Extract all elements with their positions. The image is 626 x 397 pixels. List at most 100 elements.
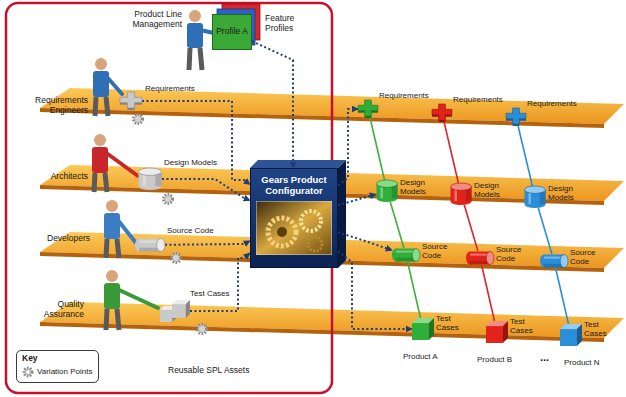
cross-icon [506,108,526,126]
person-head [95,58,107,70]
person-developer [104,200,136,258]
configuration-flow-arrow [190,253,250,311]
key-box: KeyVariation Points [16,350,99,383]
person-body [187,23,203,48]
requirements-asset: Requirements [120,92,142,110]
person-legs [189,48,202,70]
picture-gear [301,211,321,231]
product-line-link [444,122,458,183]
cube-front [560,329,577,346]
cross-icon [120,92,142,110]
person-arm [105,152,138,176]
cylinder-face [486,252,494,265]
person-legs [106,309,119,330]
cylinder-face [560,255,568,268]
cylH-icon [466,251,494,265]
design-model-asset: Design Models [138,168,162,190]
person-head [189,10,201,22]
product-source-code: Source Code [392,248,420,262]
cube-front [412,323,429,340]
product-label: Product B [477,355,512,364]
key-heading: Key [22,354,92,364]
product-line-link [390,202,404,248]
picture-gear [308,237,322,251]
person-architect [92,134,138,192]
product-test-cases: Test Cases [412,318,434,340]
product-line-link [408,262,421,318]
person-arm [106,76,122,94]
cylinder-top [525,186,546,193]
cylV-icon [138,168,162,190]
product-line-link [556,268,569,324]
picture-ground [256,201,332,255]
product-requirements: Requirements [358,100,378,118]
product-requirements: Requirements [432,104,452,122]
product-requirements: Requirements [506,108,526,126]
node-label: Design Models [400,178,432,196]
variation-point-gear [164,195,173,204]
test-case-asset: Test Cases [160,300,190,322]
variation-point-gear [198,325,207,334]
person-quality [104,270,158,330]
configurator-box: Gears Product Configurator [250,168,338,268]
picture-hub [277,227,287,237]
legend-row: Variation Points [22,366,92,378]
variation-points [134,115,207,334]
cross-face [120,92,142,108]
cube-front [486,326,503,343]
profiles-heading: Feature Profiles [265,14,311,34]
person-arm [117,219,136,243]
node-label: Test Cases [584,320,612,338]
cube-front [160,310,172,322]
cylV-icon [524,186,546,208]
node-label: Requirements [453,95,503,104]
node-label: Source Code [167,226,214,235]
region-label: Reusable SPL Assets [168,366,249,376]
plane-edge [40,108,604,128]
cube-side [503,321,508,343]
node-label: Source Code [496,245,526,263]
configurator-title: Gears Product Configurator [255,175,333,197]
cylH-icon [540,254,568,268]
cylinder-face [157,239,165,252]
person-legs [106,239,119,258]
legend-gear-swatch [22,366,34,378]
gear-hub [27,370,30,373]
node-label: Test Cases [510,317,538,335]
person-arm [117,289,158,308]
source-code-asset: Source Code [135,238,165,252]
cube-icon [486,321,508,343]
cubes-icon [160,300,190,322]
configuration-flow-arrow [252,41,293,168]
cube-side [577,324,582,346]
product-line-link [482,265,495,321]
role-label: Requirements Engineers [14,96,88,116]
cylinder-top [377,180,398,187]
node-label: Test Cases [190,289,230,298]
product-source-code: Source Code [466,251,494,265]
configuration-flow-arrow [162,179,250,200]
ellipsis-label: ... [540,351,549,364]
node-label: Design Models [164,158,217,167]
variation-point-gear [172,254,181,263]
node-label: Source Code [422,242,452,260]
person-head [106,270,118,282]
cross-icon [358,100,378,118]
configuration-flow-arrow [338,109,358,185]
legend-text: Variation Points [37,367,92,376]
product-test-cases: Test Cases [560,324,582,346]
cross-face [506,108,526,124]
node-label: Requirements [145,84,195,93]
person-legs [95,97,108,116]
cube-icon [412,318,434,340]
configurator-picture [256,201,332,255]
cross-face [432,104,452,120]
cross-icon [432,104,452,122]
product-line-link [518,126,532,186]
cube-front [172,304,186,318]
variation-point-gear [134,115,143,124]
product-line-link [464,205,478,251]
product-line-link [370,118,384,180]
person-head [94,134,106,146]
person-head [106,200,118,212]
